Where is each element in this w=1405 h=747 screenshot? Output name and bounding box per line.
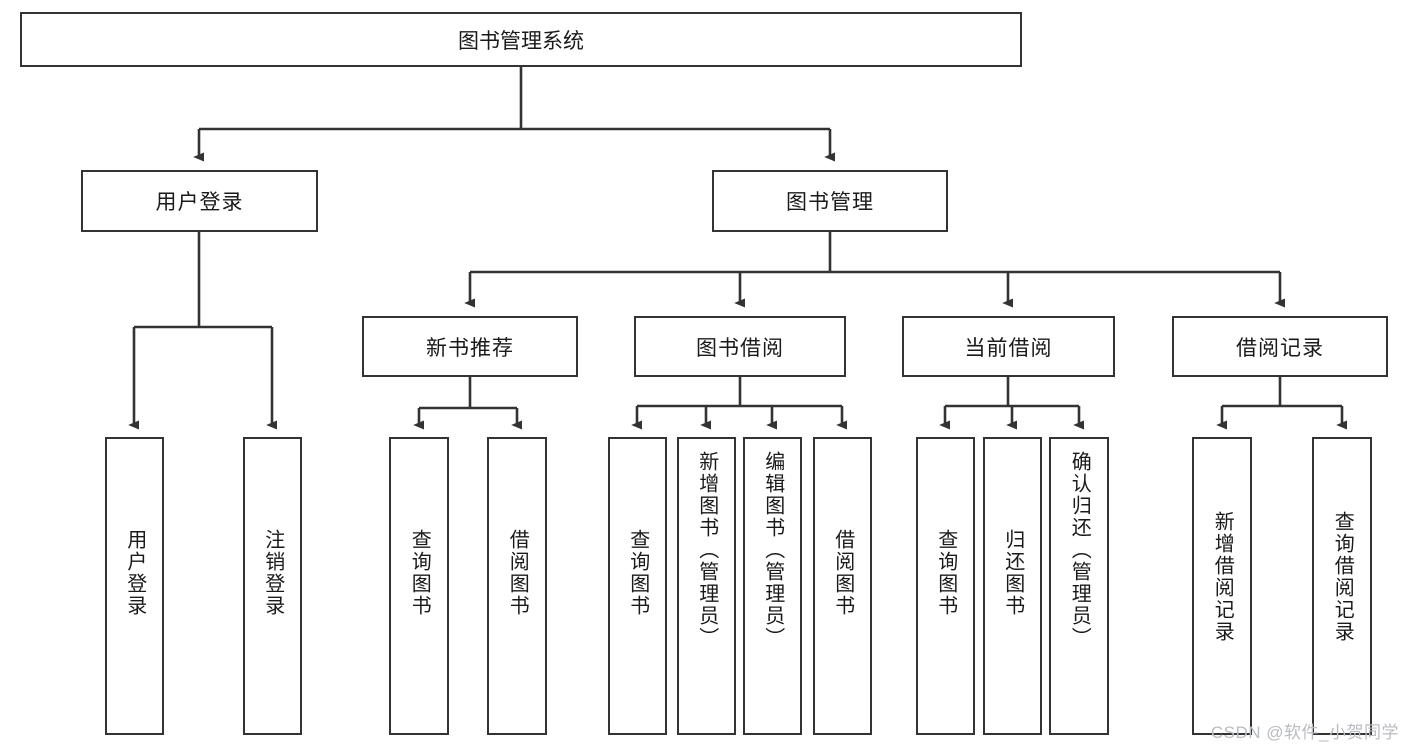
node-new-book-recommend[interactable]: 新书推荐: [362, 316, 578, 377]
node-current-borrow[interactable]: 当前借阅: [902, 316, 1115, 377]
leaf-borrow-book-recommend[interactable]: 借阅图书: [487, 437, 547, 735]
leaf-edit-book-admin[interactable]: 编辑图书（管理员）: [743, 437, 802, 735]
node-label: 借阅记录: [1236, 336, 1324, 360]
leaf-label: 新增图书（管理员）: [695, 451, 718, 649]
node-user-login[interactable]: 用户登录: [81, 170, 318, 232]
node-label: 当前借阅: [964, 336, 1053, 360]
leaf-logout[interactable]: 注销登录: [243, 437, 302, 735]
leaf-label: 查询图书: [408, 529, 431, 617]
leaf-label: 用户登录: [123, 529, 146, 617]
watermark-text: CSDN @软件_小贺同学: [1210, 723, 1399, 742]
leaf-query-borrow-record[interactable]: 查询借阅记录: [1312, 437, 1372, 735]
node-borrow-record[interactable]: 借阅记录: [1172, 316, 1388, 377]
leaf-query-book-borrow[interactable]: 查询图书: [608, 437, 667, 735]
leaf-label: 查询图书: [934, 529, 957, 617]
leaf-label: 新增借阅记录: [1211, 511, 1234, 643]
leaf-query-book-current[interactable]: 查询图书: [916, 437, 975, 735]
node-label: 用户登录: [155, 191, 244, 214]
node-root-system[interactable]: 图书管理系统: [20, 12, 1022, 67]
node-label: 图书管理: [786, 191, 874, 214]
leaf-return-book[interactable]: 归还图书: [983, 437, 1042, 735]
leaf-label: 查询图书: [626, 529, 649, 617]
node-label: 图书借阅: [696, 336, 784, 360]
leaf-add-borrow-record[interactable]: 新增借阅记录: [1192, 437, 1252, 735]
leaf-confirm-return-admin[interactable]: 确认归还（管理员）: [1049, 437, 1109, 735]
leaf-label: 确认归还（管理员）: [1068, 451, 1091, 649]
leaf-label: 注销登录: [261, 529, 284, 617]
node-label: 新书推荐: [426, 336, 514, 360]
leaf-label: 编辑图书（管理员）: [761, 451, 784, 649]
leaf-query-book-recommend[interactable]: 查询图书: [389, 437, 449, 735]
leaf-label: 归还图书: [1001, 529, 1024, 617]
leaf-label: 借阅图书: [831, 529, 854, 617]
leaf-user-login[interactable]: 用户登录: [105, 437, 164, 735]
leaf-label: 查询借阅记录: [1331, 511, 1354, 643]
leaf-label: 借阅图书: [506, 529, 529, 617]
leaf-add-book-admin[interactable]: 新增图书（管理员）: [677, 437, 736, 735]
node-book-management[interactable]: 图书管理: [712, 170, 948, 232]
leaf-borrow-book[interactable]: 借阅图书: [813, 437, 872, 735]
node-label: 图书管理系统: [458, 29, 584, 53]
node-book-borrow[interactable]: 图书借阅: [634, 316, 846, 377]
